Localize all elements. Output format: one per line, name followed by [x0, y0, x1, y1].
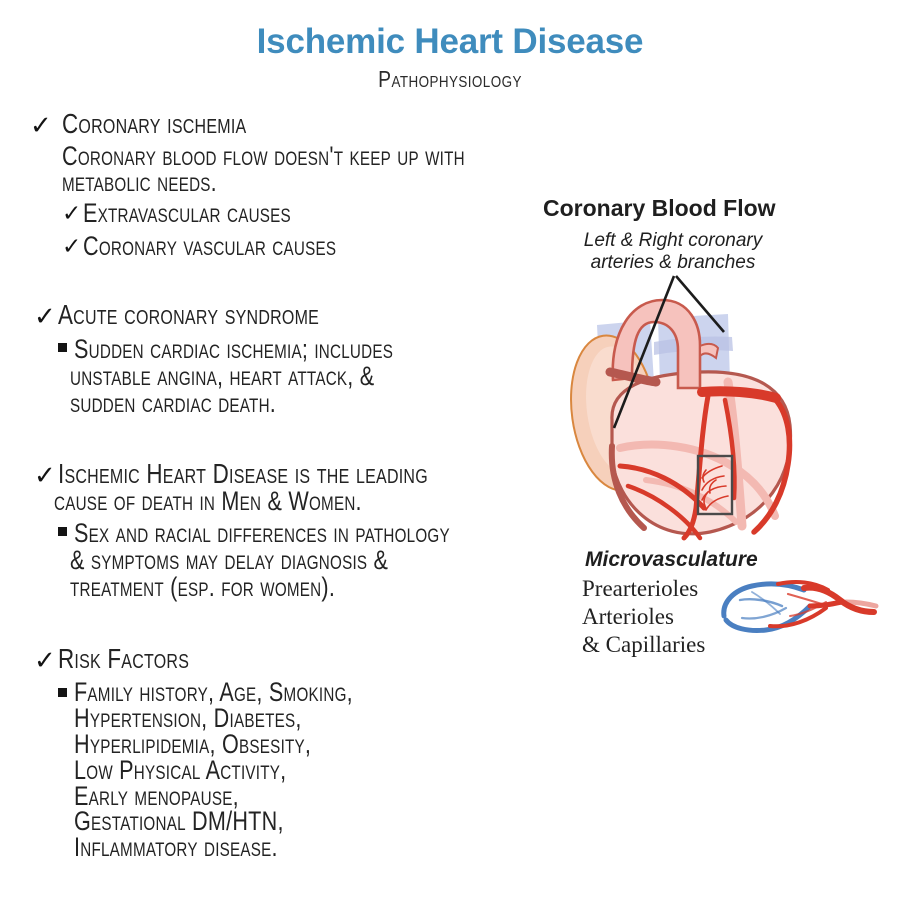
outline-subline-sex-3: treatment (esp. for women). — [70, 572, 336, 602]
coronary-caption-line-1: Left & Right coronary — [583, 230, 763, 251]
pointer-line-right — [675, 275, 725, 333]
outline-heading-coronary-ischemia: Coronary ischemia — [62, 108, 247, 139]
capillary-callout-box — [696, 454, 734, 516]
outline-line-coronary-ischemia-1: Coronary blood flow doesn't keep up with — [62, 141, 465, 171]
outline-line-coronary-ischemia-2: metabolic needs. — [62, 167, 217, 197]
coronary-blood-flow-title: Coronary Blood Flow — [543, 195, 776, 221]
page-subtitle: Pathophysiology — [378, 66, 522, 92]
coronary-arteries — [605, 367, 793, 541]
pointer-lines — [612, 275, 725, 429]
check-icon-coronary-ischemia: ✓ — [30, 111, 52, 141]
check-icon-risk-factors: ✓ — [34, 646, 56, 676]
venous-network — [721, 581, 813, 633]
outline-heading-acute-coronary-syndrome: Acute coronary syndrome — [58, 299, 320, 330]
heart-illustration — [570, 298, 793, 541]
microvasculature-title: Microvasculature — [585, 548, 758, 571]
microvasculature-illustration — [721, 580, 879, 633]
check-icon-extravascular-causes: ✓ — [62, 201, 82, 227]
outline-heading-leading-cause: Ischemic Heart Disease is the leading — [58, 458, 428, 489]
outline-column: ✓ Coronary ischemia Coronary blood flow … — [30, 108, 465, 862]
outline-risk-line-7: Inflammatory disease. — [74, 832, 278, 862]
page-title: Ischemic Heart Disease — [256, 22, 644, 61]
outline-subline-acs-1: Sudden cardiac ischemia; includes — [74, 334, 394, 364]
outline-risk-line-4: Low Physical Activity, — [74, 755, 287, 785]
capillary-detail — [701, 465, 729, 511]
outline-subline-acs-3: sudden cardiac death. — [70, 388, 277, 418]
check-icon-acute-coronary-syndrome: ✓ — [34, 302, 56, 332]
outline-risk-line-6: Gestational DM/HTN, — [74, 806, 284, 836]
outline-subline-sex-1: Sex and racial differences in pathology — [74, 518, 450, 548]
check-icon-leading-cause: ✓ — [34, 461, 56, 491]
coronary-caption-line-2: arteries & branches — [590, 252, 756, 273]
outline-heading-risk-factors: Risk Factors — [58, 643, 190, 674]
square-bullet-acute-coronary-syndrome — [58, 343, 67, 352]
microvasculature-line-3: & Capillaries — [582, 632, 706, 657]
outline-risk-line-3: Hyperlipidemia, Obsesity, — [74, 729, 312, 759]
aorta-arch — [611, 298, 720, 390]
arterial-network — [768, 580, 879, 629]
outline-risk-line-5: Early menopause, — [74, 781, 239, 811]
outline-risk-line-2: Hypertension, Diabetes, — [74, 703, 302, 733]
outline-line-leading-cause-1: cause of death in Men & Women. — [54, 486, 362, 516]
microvasculature-line-2: Arterioles — [582, 604, 674, 629]
outline-subitem-coronary-vascular-causes: Coronary vascular causes — [83, 231, 337, 261]
square-bullet-risk-factors — [58, 688, 67, 697]
check-icon-coronary-vascular-causes: ✓ — [62, 234, 82, 260]
outline-subitem-extravascular-causes: Extravascular causes — [83, 198, 291, 228]
outline-risk-line-1: Family history, Age, Smoking, — [74, 677, 353, 707]
microvasculature-line-1: Prearterioles — [582, 576, 699, 601]
outline-subline-sex-2: & symptoms may delay diagnosis & — [70, 545, 389, 575]
outline-subline-acs-2: unstable angina, heart attack, & — [70, 361, 375, 391]
pointer-line-left — [612, 275, 676, 429]
square-bullet-sex-racial-differences — [58, 527, 67, 536]
